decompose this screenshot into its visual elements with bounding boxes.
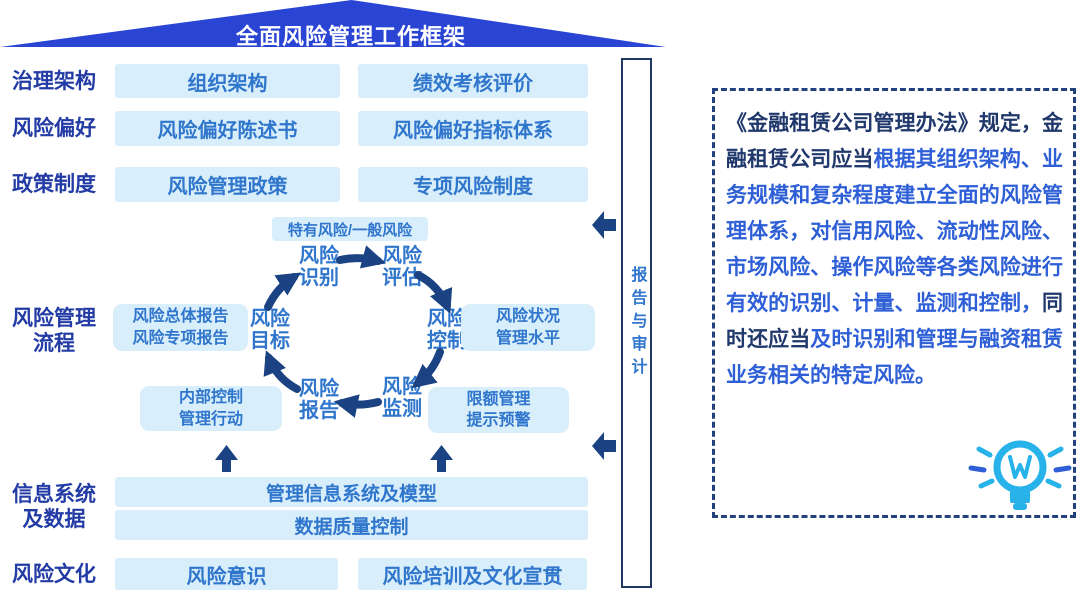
box-org-structure: 组织架构: [115, 64, 340, 98]
lightbulb-icon: [968, 440, 1072, 510]
diagram-title: 全面风险管理工作框架: [235, 24, 466, 49]
cycle-arc-identify-assess: [336, 245, 387, 269]
box-risk-training: 风险培训及文化宣贯: [358, 558, 587, 590]
up-arrow-icon: [215, 445, 238, 472]
cycle-node-identify: 风险 识别: [299, 245, 339, 289]
left-arrow-icon: [592, 211, 616, 239]
left-arrow-icon: [592, 432, 616, 460]
box-limit-warning: 限额管理 提示预警: [428, 387, 569, 433]
label-governance: 治理架构: [12, 70, 96, 93]
cycle-arc-report-target: [263, 350, 301, 393]
note-segment: 根据其组织架构、业务规模和复杂程度建立全面的风险管理体系，对信用风险、流动性风险…: [726, 148, 1064, 315]
audit-bar-label: 报告与审计: [628, 265, 646, 381]
label-info-system: 信息系统 及数据: [12, 483, 96, 531]
box-risk-status: 风险状况 管理水平: [461, 304, 595, 351]
regulation-note-text: 《金融租赁公司管理办法》规定，金融租赁公司应当根据其组织架构、业务规模和复杂程度…: [726, 106, 1063, 394]
note-segment: 及时识别和管理与融资租赁业务相关的特定风险。: [726, 328, 1064, 387]
box-risk-types: 特有风险/一般风险: [272, 217, 428, 241]
box-appetite-statement: 风险偏好陈述书: [115, 111, 340, 146]
cycle-node-report: 风险 报告: [299, 378, 339, 422]
box-mis-models: 管理信息系统及模型: [115, 477, 588, 507]
cycle-node-target: 风险 目标: [250, 308, 290, 352]
box-performance-review: 绩效考核评价: [358, 64, 588, 98]
box-data-quality: 数据质量控制: [115, 510, 588, 540]
label-policy: 政策制度: [12, 173, 96, 196]
audit-bar: 报告与审计: [621, 58, 652, 588]
label-culture: 风险文化: [12, 563, 96, 586]
up-arrow-icon: [430, 445, 453, 472]
cycle-arc-target-identify: [264, 272, 302, 311]
box-risk-policy: 风险管理政策: [115, 167, 340, 202]
box-risk-awareness: 风险意识: [115, 558, 338, 590]
cycle-arc-control-monitor: [411, 348, 444, 389]
label-process: 风险管理 流程: [12, 307, 96, 355]
box-internal-control: 内部控制 管理行动: [140, 386, 282, 431]
cycle-node-assess: 风险 评估: [382, 245, 422, 289]
note-segment: 同时还应当: [726, 292, 1063, 351]
box-risk-reports: 风险总体报告 风险专项报告: [113, 304, 248, 351]
regulation-note-panel: 《金融租赁公司管理办法》规定，金融租赁公司应当根据其组织架构、业务规模和复杂程度…: [712, 88, 1076, 518]
cycle-arc-monitor-report: [333, 394, 382, 418]
cycle-arc-assess-control: [414, 271, 453, 314]
note-segment: 《金融租赁公司管理办法》规定，金融租赁公司应当: [726, 112, 1063, 171]
label-appetite: 风险偏好: [12, 117, 96, 140]
box-appetite-indicators: 风险偏好指标体系: [358, 111, 588, 146]
box-special-risk-rules: 专项风险制度: [358, 167, 588, 202]
